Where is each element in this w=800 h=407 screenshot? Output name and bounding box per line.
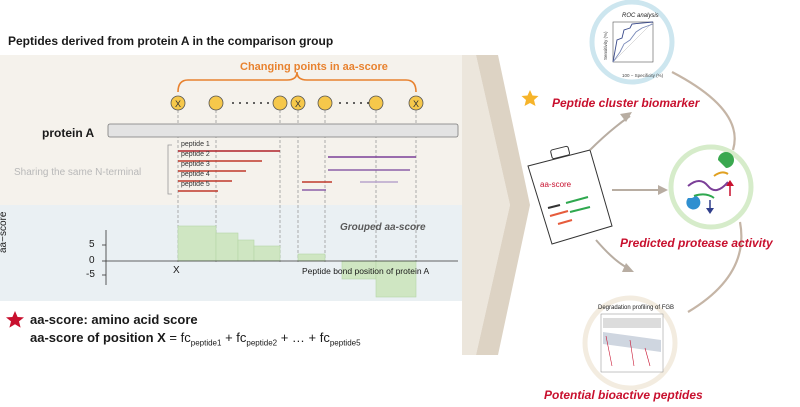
- roc-curve-2: [612, 23, 654, 63]
- marker-point: [272, 95, 288, 111]
- changing-points-label: Changing points in aa-score: [240, 61, 388, 73]
- degradation-band: [603, 318, 661, 328]
- peptide-label: peptide 2: [181, 151, 210, 158]
- peptide-lines: [178, 150, 416, 192]
- y-tick-label: 0: [89, 255, 95, 266]
- biomarker-star-icon: [521, 90, 539, 106]
- degradation-title: Degradation profiling of FGB: [598, 305, 675, 311]
- marker-x-label: X: [295, 99, 301, 109]
- y-ticks: [102, 244, 106, 276]
- page-title: Peptides derived from protein A in the c…: [8, 34, 334, 48]
- roc-curve-1: [612, 21, 654, 63]
- connector-arc-top: [671, 71, 736, 151]
- changing-points-brace: [177, 71, 417, 93]
- score-bar: [253, 245, 281, 262]
- y-tick-label: 5: [89, 239, 95, 250]
- aa-score-bars: [177, 225, 417, 298]
- score-bar: [237, 239, 255, 262]
- roc-y-label: Sensitivity (%): [603, 31, 608, 60]
- output-protease-label: Predicted protease activity: [620, 236, 773, 250]
- protein-label: protein A: [42, 126, 95, 140]
- connector-arc-bottom: [687, 221, 743, 313]
- marker-x-1: [170, 95, 186, 111]
- y-tick-label: -5: [86, 269, 95, 280]
- score-bar: [177, 225, 217, 262]
- definition-line-2: aa-score of position X = fcpeptide1 + fc…: [30, 330, 361, 348]
- degradation-lines: [605, 335, 651, 367]
- peptide-label: peptide 5: [181, 181, 210, 188]
- changing-point-markers: X X X: [170, 95, 424, 111]
- sharing-label: Sharing the same N-terminal: [14, 167, 142, 178]
- peptide-label: peptide 4: [181, 171, 210, 178]
- clipboard-label: aa-score: [540, 180, 572, 189]
- marker-x-label: X: [413, 99, 419, 109]
- marker-x-2: [290, 95, 306, 111]
- score-bar: [297, 253, 326, 262]
- arrow-heads: [620, 112, 668, 272]
- score-bar: [375, 260, 417, 298]
- sharing-bracket: [167, 144, 172, 195]
- grouped-score-label: Grouped aa-score: [340, 222, 426, 233]
- marker-x-label: X: [175, 99, 181, 109]
- protease-icon: [686, 152, 734, 214]
- star-icon: [6, 311, 24, 328]
- x-axis-label: Peptide bond position of protein A: [302, 266, 430, 276]
- peptide-label: peptide 3: [181, 161, 210, 168]
- protein-bar: [107, 123, 459, 138]
- roc-x-label: 100 − Specificity (%): [622, 73, 664, 78]
- peptide-label: peptide 1: [181, 141, 210, 148]
- flow-chevron-dark: [476, 55, 530, 355]
- y-axis-label: aa−score: [0, 211, 9, 253]
- x-position-marker: X: [173, 265, 180, 276]
- score-bar: [215, 232, 239, 262]
- marker-point: [208, 95, 224, 111]
- ellipsis-dots: [232, 102, 369, 104]
- flow-chevron: [462, 55, 510, 355]
- roc-title: ROC analysis: [622, 13, 659, 19]
- marker-point: [368, 95, 384, 111]
- protease-circle: [668, 144, 754, 230]
- clipboard-icon: [527, 145, 613, 245]
- definition-line-1: aa-score: amino acid score: [30, 312, 198, 327]
- marker-point: [317, 95, 333, 111]
- output-biomarker-label: Peptide cluster biomarker: [552, 96, 700, 110]
- degradation-region: [603, 332, 661, 352]
- output-bioactive-label: Potential bioactive peptides: [544, 388, 703, 402]
- roc-diagonal: [612, 21, 654, 63]
- marker-x-3: [408, 95, 424, 111]
